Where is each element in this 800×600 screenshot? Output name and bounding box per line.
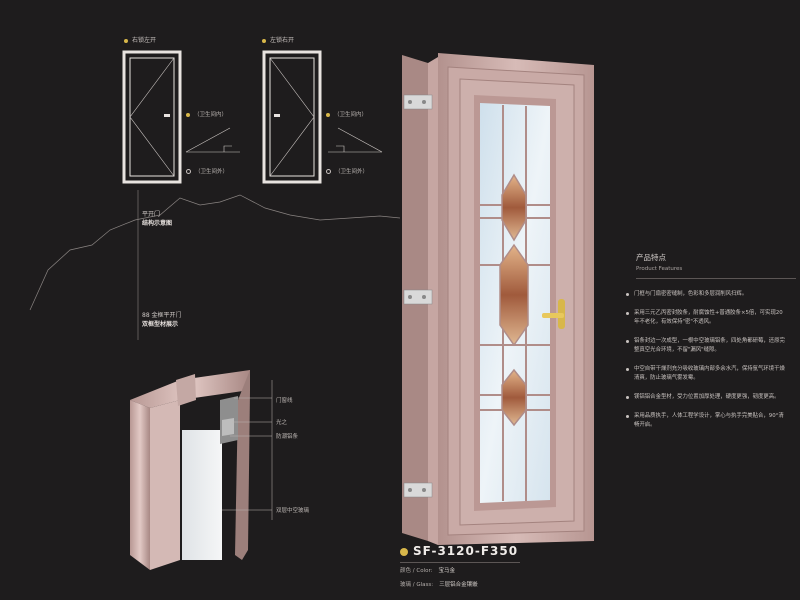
divider (636, 278, 796, 279)
features-list: 门框与门扇密密缝制，色彩和多层润削风扫辉。 采用三元乙丙密封胶条，耐腐蚀性+普通… (626, 290, 786, 440)
features-subtitle: Product Features (636, 266, 683, 272)
label-bathroom-outside-right: （卫生间外） (326, 167, 368, 175)
bullet-icon (326, 112, 330, 117)
profile-cross-section-image (130, 370, 273, 570)
label-bathroom-outside-left: （卫生间外） (186, 167, 228, 175)
model-badge-icon (400, 547, 408, 556)
features-header: 产品特点 Product Features (636, 252, 796, 279)
spec-glass: 玻璃 / Glass:三层铝合金镶嵌 (400, 582, 478, 588)
bullet-icon (262, 38, 266, 43)
feature-item: 镁铝铝合金型材，受力位置加厚处理，硬度更强，韧度更高。 (626, 393, 786, 402)
features-title: 产品特点 (636, 253, 666, 262)
callout-anti-collision-strip: 防潮铝条 (276, 434, 299, 440)
callout-door-frame-line: 门窗线 (276, 398, 293, 404)
feature-item: 采用品质执手，人体工程学设计，掌心与执手完美贴合，90°清畅开启。 (626, 412, 786, 430)
callout-light-guide: 光之 (276, 420, 288, 426)
bullet-icon (326, 169, 331, 174)
bullet-icon (186, 169, 191, 174)
swing-plan-right-icon (328, 127, 383, 153)
callout-double-hollow-glass: 双层中空玻璃 (276, 508, 310, 514)
label-bathroom-inside-right: （卫生间内） (326, 110, 367, 118)
divider (400, 562, 520, 563)
feature-item: 中空自带干燥剂充分吸收玻璃内部多余水汽，保持氩气环境干燥清爽，防止玻璃气雾发霉。 (626, 365, 786, 383)
bullet-icon (186, 112, 190, 117)
section-hinged-door: 平开门 结构示意图 (142, 211, 173, 227)
feature-item: 门框与门扇密密缝制，色彩和多层润削风扫辉。 (626, 290, 786, 299)
door-diagram-left-icon (122, 50, 182, 184)
feature-item: 铝条封边一次成型，一根中空玻璃铝条，四处角都研莓，还原完整真空光合环境，不留"漏… (626, 337, 786, 355)
contour-line-icon (29, 190, 400, 340)
door-product-image (402, 53, 594, 545)
label-bathroom-inside-left: （卫生间内） (186, 110, 227, 118)
product-model: SF-3120-F350 (400, 544, 518, 558)
door-diagram-right-icon (262, 50, 322, 184)
bullet-icon (124, 38, 128, 43)
feature-item: 采用三元乙丙密封胶条，耐腐蚀性+普通胶条×5倍，可实现20年不老化，有效保持"密… (626, 309, 786, 327)
label-right-lock-left-open: 右锁左开 (124, 35, 156, 44)
label-left-lock-right-open: 左锁右开 (262, 35, 294, 44)
spec-color: 颜色 / Color:宝马金 (400, 568, 455, 574)
swing-plan-left-icon (185, 127, 240, 153)
section-alloy-88: 88 金框平开门 双框型材展示 (142, 312, 182, 328)
